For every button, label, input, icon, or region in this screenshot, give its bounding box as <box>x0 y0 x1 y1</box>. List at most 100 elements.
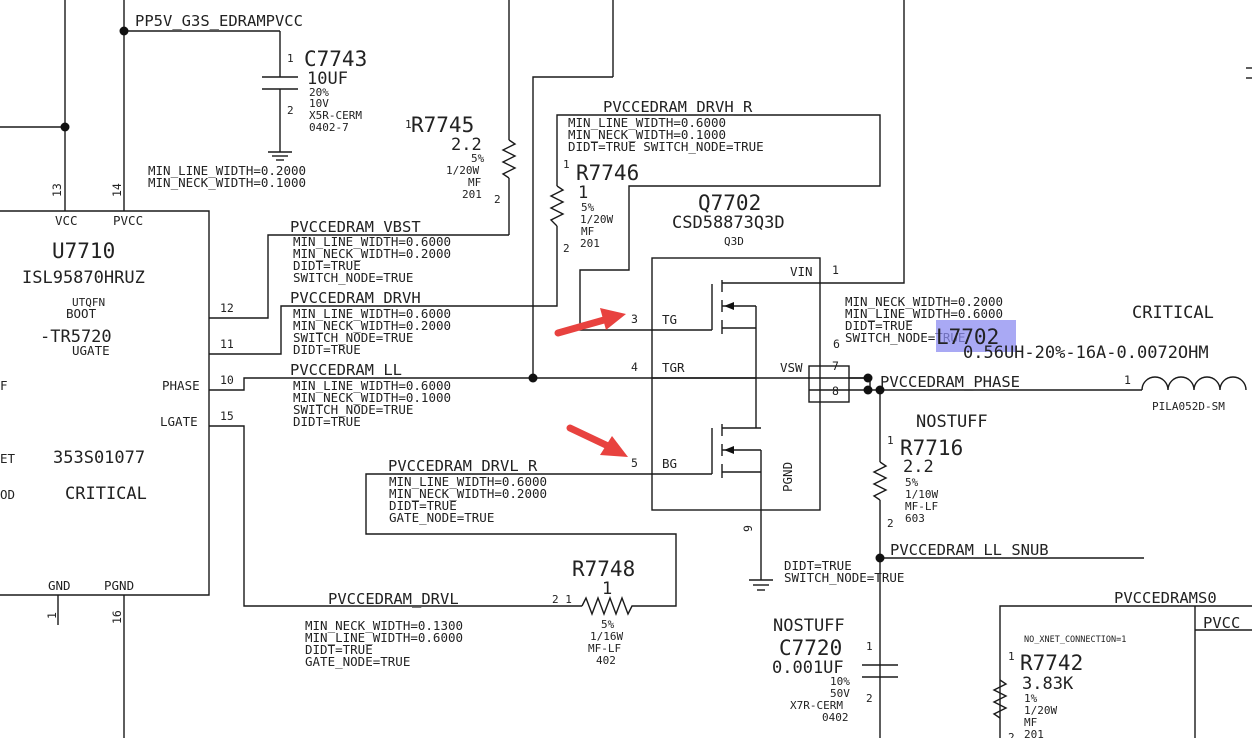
drvl-r-wire <box>365 473 677 607</box>
r7745-pin1: 1 <box>405 118 412 131</box>
q7702-bg-label: BG <box>662 456 677 471</box>
r7746-resistor[interactable]: 1 R7746 1 5% 1/20W MF 201 2 <box>549 114 881 331</box>
r7716-pin2: 2 <box>887 517 894 530</box>
l7702-highlight <box>936 320 1016 352</box>
u7710-phase-label: PHASE <box>162 378 200 393</box>
r7716-tol: 5% <box>905 476 919 489</box>
u7710-cut-od: OD <box>0 487 15 502</box>
u7710-pin-11: 11 <box>220 337 234 351</box>
u7710-pin-12: 12 <box>220 301 234 315</box>
c7743-capacitor[interactable]: 1 2 C7743 10UF 20% 10V X5R-CERM 0402-7 <box>262 47 367 161</box>
u7710-pin-10: 10 <box>220 373 234 387</box>
constraint-drvh-3: DIDT=TRUE <box>293 342 361 357</box>
c7720-capacitor[interactable]: NOSTUFF C7720 0.001UF 10% 50V X7R-CERM 0… <box>772 616 898 724</box>
constraint-drvl-r-2: DIDT=TRUE <box>389 498 457 513</box>
drvl-wire <box>209 425 582 607</box>
r7745-tol: 5% <box>471 152 485 165</box>
u7710-pkg2: BOOT <box>66 306 97 321</box>
u7710-pin-16: 16 <box>110 610 124 624</box>
constraint-snub-1: SWITCH_NODE=TRUE <box>784 570 904 585</box>
q7702-vsw-box <box>808 365 850 403</box>
c7720-ref: C7720 <box>779 636 842 660</box>
c7743-package: 0402-7 <box>309 121 349 134</box>
c7743-pin2: 2 <box>287 104 294 117</box>
constraint-ll-2: SWITCH_NODE=TRUE <box>293 402 413 417</box>
r7716-nostuff: NOSTUFF <box>916 412 988 432</box>
constraint-drvl-0: MIN_NECK_WIDTH=0.1300 <box>305 618 463 633</box>
ll-wire <box>209 377 870 391</box>
q7702-pin-1: 1 <box>832 263 839 277</box>
l7702-critical: CRITICAL <box>1132 303 1214 323</box>
vin-wire <box>756 0 905 284</box>
q7702-body <box>651 257 821 511</box>
r7746-power: 1/20W <box>580 213 613 226</box>
net-edrams0: PVCCEDRAMS0 <box>1114 589 1217 607</box>
r7742-resistor[interactable]: PVCCEDRAMS0 PVCC NO_XNET_CONNECTION=1 1 … <box>992 589 1252 738</box>
constraint-phase-0: MIN_NECK_WIDTH=0.2000 <box>845 294 1003 309</box>
constraint-phase-1: MIN_LINE_WIDTH=0.6000 <box>845 306 1003 321</box>
constraint-drvh-2: SWITCH_NODE=TRUE <box>293 330 413 345</box>
u7710-pin-15: 15 <box>220 409 234 423</box>
r7742-note: NO_XNET_CONNECTION=1 <box>1024 635 1126 645</box>
u7710-ref: U7710 <box>52 239 115 263</box>
q7702-pin-7: 7 <box>832 359 839 373</box>
r7742-pin2: 2 <box>1008 731 1015 738</box>
c7743-pin1: 1 <box>287 52 294 65</box>
net-ll: PVCCEDRAM_LL <box>290 361 402 379</box>
q7702-part: CSD58873Q3D <box>672 213 785 233</box>
l7702-value: 0.56UH-20%-16A-0.0072OHM <box>963 343 1209 363</box>
constraint-drvl-3: GATE_NODE=TRUE <box>305 654 410 669</box>
constraint-top-left-0: MIN_LINE_WIDTH=0.2000 <box>148 163 306 178</box>
r7745-value: 2.2 <box>451 135 482 155</box>
drvh-wire <box>209 230 558 355</box>
l7702-inductor[interactable]: L7702 CRITICAL 0.56UH-20%-16A-0.0072OHM … <box>936 303 1247 413</box>
u7710-chip[interactable]: 13 14 VCC PVCC U7710 ISL95870HRUZ UTQFN … <box>0 0 234 738</box>
q7702-pkg: Q3D <box>724 235 744 248</box>
constraint-drvh-r-2: DIDT=TRUE SWITCH_NODE=TRUE <box>568 139 764 154</box>
c7720-nostuff: NOSTUFF <box>773 616 845 636</box>
net-pvcc-cut: PVCC <box>1203 614 1240 632</box>
constraint-top-left-1: MIN_NECK_WIDTH=0.1000 <box>148 175 306 190</box>
c7720-pin2: 2 <box>866 692 873 705</box>
c7743-value: 10UF <box>307 69 348 89</box>
r7748-resistor[interactable]: R7748 1 2 1 5% 1/16W MF-LF 402 <box>552 557 636 667</box>
u7710-cut-f: F <box>0 378 8 393</box>
q7702-tg-label: TG <box>662 312 677 327</box>
phase-junction-c <box>875 385 885 395</box>
r7745-pkg: 201 <box>462 188 482 201</box>
r7745-type: MF <box>468 176 481 189</box>
q7702-mosfet[interactable]: Q7702 CSD58873Q3D Q3D VIN 1 TG 3 TGR 4 V… <box>631 191 850 591</box>
u7710-vcc-label: VCC <box>55 213 78 228</box>
r7716-power: 1/10W <box>905 488 938 501</box>
r7748-power: 1/16W <box>590 630 623 643</box>
ll-junction <box>528 373 538 383</box>
r7742-pkg: 201 <box>1024 728 1044 738</box>
c7720-value: 0.001UF <box>772 658 844 678</box>
r7745-pin2: 2 <box>494 193 501 206</box>
net-drvl: PVCCEDRAM_DRVL <box>328 590 459 608</box>
r7745-power: 1/20W <box>446 164 479 177</box>
r7746-value: 1 <box>578 183 588 203</box>
r7716-type: MF-LF <box>905 500 938 513</box>
u7710-suffix: -TR5720 <box>40 327 112 347</box>
constraint-drvh-0: MIN_LINE_WIDTH=0.6000 <box>293 306 451 321</box>
q7702-pin-4: 4 <box>631 360 638 374</box>
net-ll-snub: PVCCEDRAM_LL_SNUB <box>890 541 1049 559</box>
constraint-ll-0: MIN_LINE_WIDTH=0.6000 <box>293 378 451 393</box>
constraint-drvl-1: MIN_LINE_WIDTH=0.6000 <box>305 630 463 645</box>
constraint-vbst-0: MIN_LINE_WIDTH=0.6000 <box>293 234 451 249</box>
q7702-vsw-label: VSW <box>780 360 803 375</box>
r7748-ref: R7748 <box>572 557 635 581</box>
r7716-value: 2.2 <box>903 457 934 477</box>
constraint-drvl-r-1: MIN_NECK_WIDTH=0.2000 <box>389 486 547 501</box>
r7716-pin1: 1 <box>887 434 894 447</box>
r7745-resistor[interactable]: 1 R7745 2.2 5% 1/20W MF 201 2 <box>405 0 517 235</box>
r7716-resistor[interactable]: NOSTUFF 1 R7716 2.2 5% 1/10W MF-LF 603 2 <box>872 412 988 738</box>
net-drvh-r: PVCCEDRAM_DRVH_R <box>603 98 753 116</box>
u7710-body <box>0 210 210 596</box>
constraint-drvh-r-0: MIN_LINE_WIDTH=0.6000 <box>568 115 726 130</box>
r7746-pin2: 2 <box>563 242 570 255</box>
ll-up-wire <box>532 76 613 378</box>
c7743-voltage: 10V <box>309 97 329 110</box>
